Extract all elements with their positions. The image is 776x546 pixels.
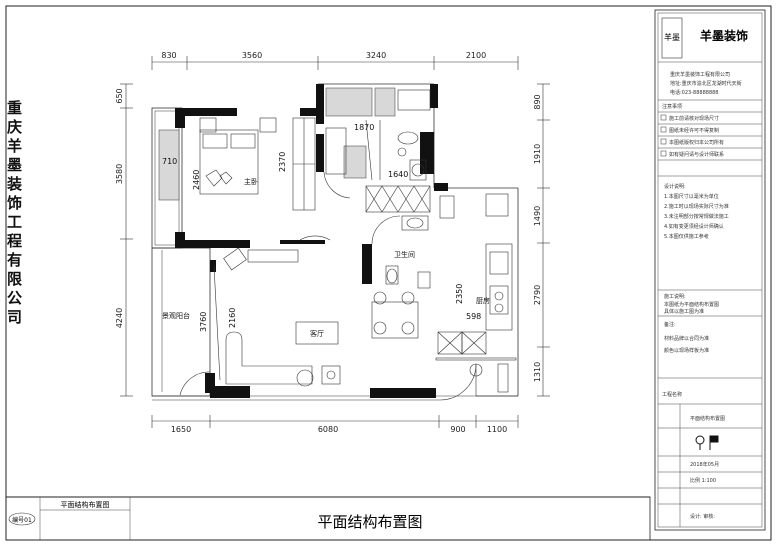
drawing-title: 平面结构布置图 [317,513,422,531]
spec-line-1: 施工说明: [664,293,686,300]
title-block: 羊墨 羊墨装饰 重庆羊墨装饰工程有限公司 地址:重庆市渝北区龙湖时代天街 电话:… [654,9,766,531]
footer-row: 设计: 审核: [690,513,715,520]
notes-line-5: 4.如有变更须经设计师确认 [664,223,724,230]
dim-right-1: 890 [533,94,542,109]
inner-dim-2160: 2160 [228,308,237,328]
check-label-4: 如有疑问请与设计师联系 [669,151,724,158]
inner-dimensions: 710 2460 2370 1870 1640 2160 3760 2350 5… [162,123,481,332]
check-label-1: 施工前请核对现场尺寸 [669,115,719,122]
inner-dim-1870: 1870 [354,123,374,132]
dim-left-2: 3580 [115,164,124,184]
spec-line-2: 本图纸为平面结构布置图 [664,301,719,308]
sheet-border [5,5,772,541]
dim-bottom-3: 900 [450,425,465,434]
company-vertical-name: 重庆羊墨装饰工程有限公司 [3,100,23,328]
address-line-2: 地址:重庆市渝北区龙湖时代天街 [670,80,742,87]
room-balcony: 景观阳台 [162,311,190,320]
room-bathroom: 卫生间 [394,250,415,259]
company-vertical-text: 重庆羊墨装饰工程有限公司 [5,100,23,328]
title-strip-label: 平面结构布置图 [61,500,110,509]
dim-left-3: 4240 [115,308,124,328]
logo-seal-box [661,17,683,59]
inner-dim-1640: 1640 [388,170,408,179]
check-box-4[interactable] [660,150,667,157]
master-bedroom-furniture [199,117,316,211]
bathroom-fixtures [325,89,431,181]
kitchen-fixtures [435,193,517,393]
notes-line-1: 设计说明: [664,183,686,190]
check-box-3[interactable] [660,138,667,145]
structural-walls [175,84,448,398]
dim-top-3: 3240 [366,51,386,60]
dim-top-1: 830 [161,51,176,60]
second-bathroom-fixtures [299,215,431,289]
scale-row: 比例 1:100 [690,477,716,484]
dim-bottom-4: 1100 [487,425,507,434]
inner-dim-598: 598 [466,312,481,321]
dim-right-2: 1910 [533,144,542,164]
notes-line-6: 5.本图仅供施工参考 [664,233,709,240]
address-line-3: 电话:023-88888888 [670,89,718,96]
dim-top-4: 2100 [466,51,486,60]
logo-text: 羊墨装饰 [700,28,748,43]
room-living: 客厅 [310,329,324,338]
drawing-name: 平面结构布置图 [690,415,725,422]
inner-dim-2350: 2350 [455,284,464,304]
date-row: 2018年05月 [690,461,719,468]
misc-line-3: 颜色以现场样板为准 [664,347,709,354]
dim-bottom-1: 1650 [171,425,191,434]
inner-dim-2460: 2460 [192,170,201,190]
floor-plan: 主卧 卫生间 客厅 厨房 景观阳台 710 2460 2370 1870 164… [151,83,519,401]
dim-right-5: 1310 [533,362,542,382]
title-strip-small: 编号01 [12,516,32,524]
storage-row [365,185,431,213]
inner-dim-710: 710 [162,157,177,166]
dim-right-3: 1490 [533,206,542,226]
dim-bottom-2: 6080 [318,425,338,434]
room-master-bedroom: 主卧 [244,177,258,186]
spec-line-3: 具体以施工图为准 [664,308,704,315]
notes-line-3: 2.施工时以现场实际尺寸为准 [664,203,729,210]
door-swings [179,171,351,396]
notes-title: 注意事项 [662,103,682,110]
dim-top-2: 3560 [242,51,262,60]
dimension-lines [120,56,550,428]
dining-set [371,291,419,339]
logo-seal: 羊墨 [664,32,680,42]
dim-right-4: 2790 [533,285,542,305]
key-icon [695,435,719,450]
notes-line-2: 1.本图尺寸以毫米为单位 [664,193,719,200]
inner-dim-2370: 2370 [278,152,287,172]
project-label: 工程名称 [662,391,682,398]
check-label-3: 本图纸版权归本公司所有 [669,139,724,146]
check-box-2[interactable] [660,126,667,133]
dim-left-1: 650 [115,88,124,103]
notes-line-4: 3.未注明部分按常规做法施工 [664,213,729,220]
misc-line-2: 材料品牌以合同为准 [664,335,709,342]
inner-dim-3760: 3760 [199,312,208,332]
title-strip: 编号01 平面结构布置图 平面结构布置图 [5,496,651,541]
room-kitchen: 厨房 [476,296,490,305]
stone-areas [158,87,396,201]
misc-line-1: 备注: [664,321,676,328]
check-box-1[interactable] [660,114,667,121]
living-room-furniture [213,247,477,401]
address-line-1: 重庆羊墨装饰工程有限公司 [670,71,730,78]
dimension-labels: 830 3560 3240 2100 1650 6080 900 1100 65… [115,51,542,434]
room-labels: 主卧 卫生间 客厅 厨房 景观阳台 [162,177,490,338]
check-label-2: 图纸未经许可不得复制 [669,127,719,134]
